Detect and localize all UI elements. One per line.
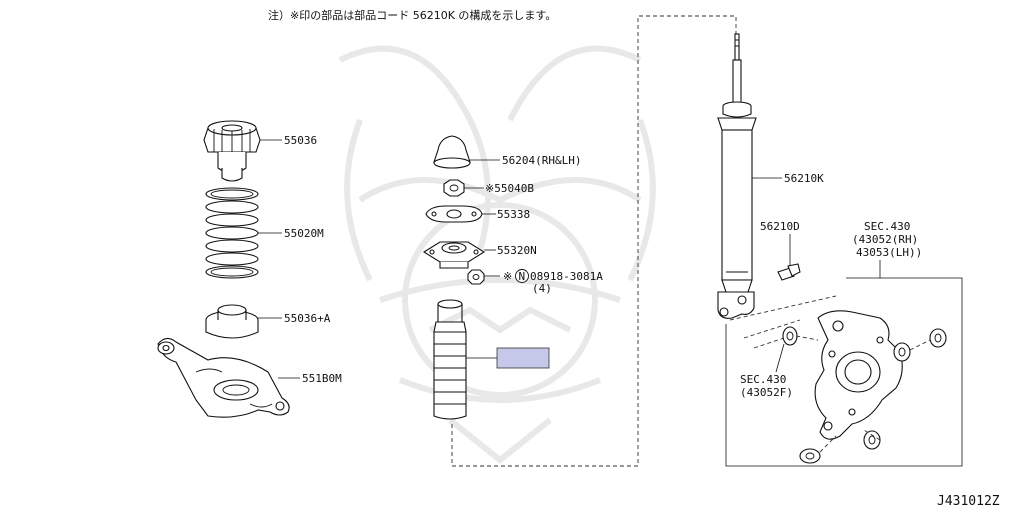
label-08918-circle: N bbox=[519, 270, 526, 283]
lower-link-arm bbox=[157, 337, 290, 418]
circle-n-badge bbox=[515, 269, 529, 283]
label-56210d: 56210D bbox=[760, 220, 800, 233]
label-56204: 56204(RH&LH) bbox=[502, 154, 581, 167]
label-55338: 55338 bbox=[497, 208, 530, 221]
assembly-bracket bbox=[451, 15, 737, 467]
label-08918: 08918-3081A bbox=[530, 270, 603, 283]
knuckle-box bbox=[725, 277, 963, 467]
label-551b0m: 551B0M bbox=[302, 372, 342, 385]
label-55320n: 55320N bbox=[497, 244, 537, 257]
spring-seat-lower bbox=[205, 304, 259, 339]
watermark bbox=[338, 45, 656, 464]
mount-bolt bbox=[777, 263, 801, 281]
label-55036: 55036 bbox=[284, 134, 317, 147]
drawing-code: J431012Z bbox=[937, 494, 1000, 509]
nut-upper bbox=[443, 179, 465, 197]
label-sec430-a3: 43053(LH)) bbox=[856, 246, 922, 259]
dust-boot-bellows bbox=[433, 299, 467, 420]
steering-knuckle bbox=[814, 310, 903, 440]
note-text: 注）※印の部品は部品コード 56210K の構成を示します。 bbox=[268, 8, 556, 22]
label-sec430-b2: (43052F) bbox=[740, 386, 793, 399]
label-55040b: ※55040B bbox=[485, 182, 534, 195]
label-55036a: 55036+A bbox=[284, 312, 331, 325]
label-55020m: 55020M bbox=[284, 227, 324, 240]
label-56210k: 56210K bbox=[784, 172, 824, 185]
strut-mount bbox=[422, 241, 486, 269]
dust-cap bbox=[433, 135, 471, 169]
highlight-box[interactable] bbox=[496, 347, 550, 369]
shock-absorber bbox=[717, 33, 757, 319]
label-sec430-b1: SEC.430 bbox=[740, 373, 786, 386]
bushings bbox=[782, 326, 947, 464]
label-sec430-a2: (43052(RH) bbox=[852, 233, 918, 246]
nut-lower bbox=[467, 269, 485, 285]
bump-stop-upper bbox=[203, 120, 261, 182]
label-08918-qty: (4) bbox=[532, 282, 552, 295]
coil-spring bbox=[205, 187, 259, 279]
label-08918-prefix: ※ bbox=[503, 270, 512, 283]
label-sec430-a1: SEC.430 bbox=[864, 220, 910, 233]
washer-plate bbox=[425, 205, 483, 223]
